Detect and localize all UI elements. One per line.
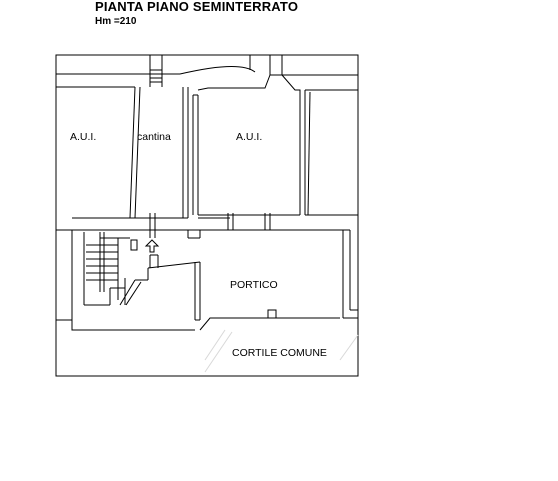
height-note: Hm =210 bbox=[95, 16, 137, 27]
room-label-cortile: CORTILE COMUNE bbox=[232, 347, 327, 359]
room-label-cantina: cantina bbox=[137, 131, 171, 143]
room-label-aui-center: A.U.I. bbox=[236, 131, 262, 143]
stair-arrow-icon bbox=[144, 239, 160, 253]
room-label-aui-left: A.U.I. bbox=[70, 131, 96, 143]
plan-title: PIANTA PIANO SEMINTERRATO bbox=[95, 0, 299, 14]
room-label-portico: PORTICO bbox=[230, 279, 278, 291]
